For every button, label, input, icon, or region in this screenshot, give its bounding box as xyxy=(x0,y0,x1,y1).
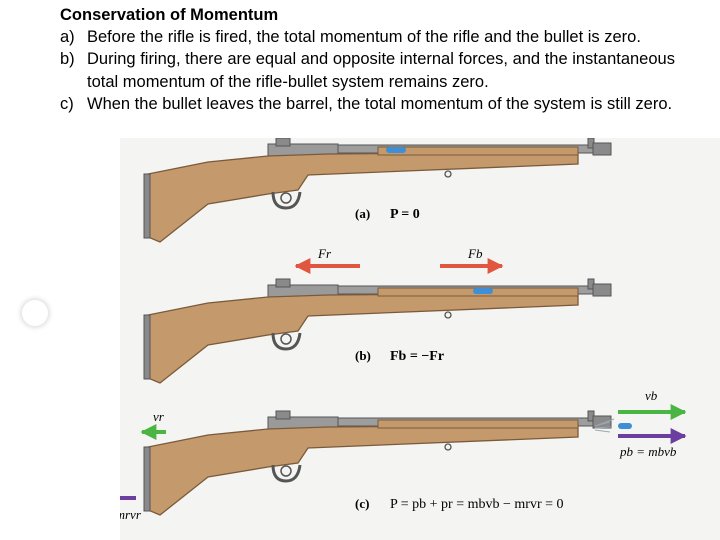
velocity-bullet-label: vb xyxy=(645,388,658,403)
decorative-circle xyxy=(22,300,48,326)
list-text-a: Before the rifle is fired, the total mom… xyxy=(87,28,641,47)
bullet-a xyxy=(386,147,406,153)
list-marker-c: c) xyxy=(60,94,74,113)
list-item-a: a) Before the rifle is fired, the total … xyxy=(60,26,710,48)
momentum-rifle-label: pr = −mrvr xyxy=(120,507,142,522)
bullet-b xyxy=(473,288,493,294)
list-text-c: When the bullet leaves the barrel, the t… xyxy=(87,94,673,113)
rifle-a xyxy=(142,138,613,244)
list-item-b: b) During firing, there are equal and op… xyxy=(60,48,710,92)
bullet-c xyxy=(618,423,632,429)
panel-c-tag: (c) xyxy=(355,496,369,511)
list-text-b: During firing, there are equal and oppos… xyxy=(87,50,675,91)
figure-panel: (a) P = 0 Fr Fb (b) Fb = −Fr vr vb pb = … xyxy=(120,138,720,540)
list-marker-a: a) xyxy=(60,28,75,47)
list-marker-b: b) xyxy=(60,50,75,69)
rifle-b xyxy=(142,277,613,385)
list-item-c: c) When the bullet leaves the barrel, th… xyxy=(60,93,710,115)
slide-title: Conservation of Momentum xyxy=(60,6,279,24)
panel-a-equation: P = 0 xyxy=(390,207,420,222)
panel-c-equation: P = pb + pr = mbvb − mrvr = 0 xyxy=(390,497,564,512)
panel-b-tag: (b) xyxy=(355,348,371,363)
momentum-bullet-label: pb = mbvb xyxy=(619,444,677,459)
force-rifle-label: Fr xyxy=(317,246,332,261)
rifle-diagram: (a) P = 0 Fr Fb (b) Fb = −Fr vr vb pb = … xyxy=(120,138,687,522)
velocity-rifle-label: vr xyxy=(153,409,165,424)
text-block: Conservation of Momentum a) Before the r… xyxy=(60,4,710,115)
force-bullet-label: Fb xyxy=(467,246,483,261)
panel-b-equation: Fb = −Fr xyxy=(390,349,444,364)
panel-a-tag: (a) xyxy=(355,206,370,221)
muzzle-blast xyxy=(594,418,615,433)
